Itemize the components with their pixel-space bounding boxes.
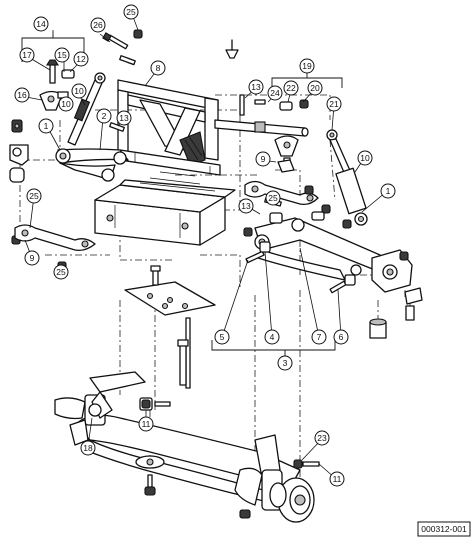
figure-reference-label: 000312-001 xyxy=(417,521,471,537)
callout-20: 20 xyxy=(307,80,323,96)
svg-text:10: 10 xyxy=(360,153,370,163)
svg-text:22: 22 xyxy=(286,83,296,93)
right-knuckle-bracket xyxy=(369,249,423,339)
callout-13-lower: 13 xyxy=(238,198,254,214)
left-upper-control-arm xyxy=(55,148,129,182)
svg-text:9: 9 xyxy=(261,154,266,164)
svg-text:7: 7 xyxy=(317,332,322,342)
callout-6: 6 xyxy=(333,329,349,345)
svg-text:25: 25 xyxy=(126,7,136,17)
callout-7: 7 xyxy=(311,329,327,345)
left-spindle-assembly xyxy=(54,339,189,446)
center-mount-plate xyxy=(124,265,216,389)
svg-text:17: 17 xyxy=(22,50,32,60)
right-shock-absorber xyxy=(326,129,368,229)
callout-2: 2 xyxy=(96,108,112,124)
callout-5: 5 xyxy=(214,329,230,345)
svg-text:20: 20 xyxy=(310,83,320,93)
svg-text:25: 25 xyxy=(29,191,39,201)
svg-text:12: 12 xyxy=(76,54,86,64)
right-upper-link xyxy=(244,180,319,206)
callout-4: 4 xyxy=(264,329,280,345)
callout-21: 21 xyxy=(326,96,342,112)
chassis-mounting-plate xyxy=(94,171,236,246)
svg-text:16: 16 xyxy=(17,90,27,100)
callout-24: 24 xyxy=(267,85,283,101)
svg-text:18: 18 xyxy=(83,443,93,453)
svg-text:000312-001: 000312-001 xyxy=(421,524,467,534)
callout-8: 8 xyxy=(150,60,166,76)
callout-18: 18 xyxy=(80,440,96,456)
svg-text:26: 26 xyxy=(93,20,103,30)
svg-text:2: 2 xyxy=(102,111,107,121)
callout-13-upper: 13 xyxy=(116,110,132,126)
callout-14: 14 xyxy=(33,16,49,32)
callout-26: 26 xyxy=(90,17,106,33)
svg-text:24: 24 xyxy=(270,88,280,98)
callout-10-left-shock: 10 xyxy=(71,83,87,99)
top-bolts xyxy=(102,29,266,132)
left-shock-absorber xyxy=(67,72,106,146)
callout-11-right: 11 xyxy=(329,471,345,487)
svg-text:11: 11 xyxy=(333,474,342,484)
callout-22: 22 xyxy=(283,80,299,96)
callout-9-right: 9 xyxy=(255,151,271,167)
upper-frame-crossmember xyxy=(117,79,221,176)
callout-19: 19 xyxy=(299,58,315,74)
callout-25-bottom-left: 25 xyxy=(53,264,69,280)
svg-text:19: 19 xyxy=(302,61,312,71)
svg-text:8: 8 xyxy=(156,63,161,73)
right-lower-control-arm xyxy=(254,204,381,281)
svg-text:5: 5 xyxy=(220,332,225,342)
callout-12: 12 xyxy=(73,51,89,67)
svg-text:21: 21 xyxy=(329,99,339,109)
svg-text:1: 1 xyxy=(44,121,49,131)
svg-text:10: 10 xyxy=(74,86,84,96)
svg-text:23: 23 xyxy=(317,433,327,443)
svg-text:9: 9 xyxy=(30,253,35,263)
callout-16: 16 xyxy=(14,87,30,103)
svg-text:13: 13 xyxy=(119,113,129,123)
callout-25-right: 25 xyxy=(265,190,281,206)
left-lower-link xyxy=(14,224,96,252)
callout-9-left: 9 xyxy=(24,250,40,266)
callout-1-right: 1 xyxy=(380,183,396,199)
svg-text:3: 3 xyxy=(283,358,288,368)
left-bushings-stack xyxy=(9,119,67,271)
svg-text:13: 13 xyxy=(251,82,261,92)
callout-1-left: 1 xyxy=(38,118,54,134)
svg-text:25: 25 xyxy=(268,193,278,203)
svg-text:10: 10 xyxy=(61,99,71,109)
callout-10-left: 10 xyxy=(58,96,74,112)
svg-text:15: 15 xyxy=(57,50,67,60)
svg-text:4: 4 xyxy=(270,332,275,342)
cross-tube xyxy=(214,119,309,137)
callout-25-left: 25 xyxy=(26,188,42,204)
svg-text:25: 25 xyxy=(56,267,66,277)
callout-10-right: 10 xyxy=(357,150,373,166)
callout-13-right: 13 xyxy=(248,79,264,95)
callout-25-top: 25 xyxy=(123,4,139,20)
svg-text:1: 1 xyxy=(386,186,391,196)
right-spindle-hub-assembly xyxy=(234,434,320,523)
callout-17: 17 xyxy=(19,47,35,63)
svg-text:13: 13 xyxy=(241,201,251,211)
callout-3: 3 xyxy=(277,355,293,371)
callout-23: 23 xyxy=(314,430,330,446)
svg-text:11: 11 xyxy=(142,419,151,429)
right-ball-joint-assembly xyxy=(274,99,309,173)
callout-15: 15 xyxy=(54,47,70,63)
svg-text:14: 14 xyxy=(36,19,46,29)
left-ball-joint-assembly xyxy=(39,59,75,111)
svg-text:6: 6 xyxy=(339,332,344,342)
callout-11-left: 11 xyxy=(138,416,154,432)
